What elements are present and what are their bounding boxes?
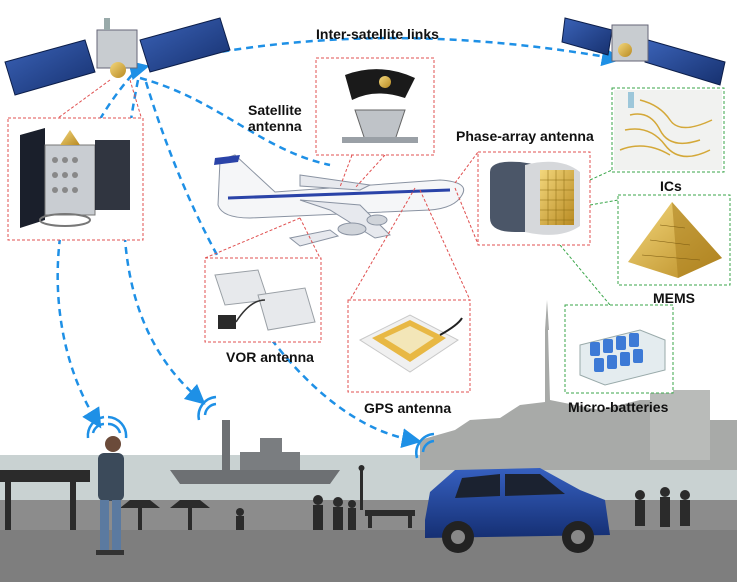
callout-vor-antenna <box>204 257 322 343</box>
label-phase-array-antenna: Phase-array antenna <box>456 128 594 144</box>
label-satellite-antenna: Satellite antenna <box>248 102 302 134</box>
callout-satellite-antenna <box>315 57 435 156</box>
label-gps-antenna: GPS antenna <box>364 400 452 416</box>
ship-icon <box>170 420 340 484</box>
person-icon <box>96 436 124 555</box>
promenade-silhouettes <box>0 465 690 530</box>
callout-mems <box>617 194 731 286</box>
callout-connectors <box>57 79 619 306</box>
label-ics: ICs <box>660 178 682 194</box>
callout-ics <box>611 87 725 173</box>
callout-gps-antenna <box>347 299 471 393</box>
label-inter-satellite-links: Inter-satellite links <box>316 26 439 42</box>
callout-micro-batteries <box>564 304 674 394</box>
label-vor-antenna: VOR antenna <box>226 349 314 365</box>
satellite-icon <box>4 17 231 96</box>
label-micro-batteries: Micro-batteries <box>568 399 669 415</box>
callout-phase-array <box>477 151 591 246</box>
airplane-icon <box>214 154 465 247</box>
ground-scene <box>0 300 737 582</box>
callout-satellite-interior <box>7 117 144 241</box>
car-icon <box>425 468 610 553</box>
label-mems: MEMS <box>653 290 695 306</box>
satellite-icon <box>561 17 726 86</box>
